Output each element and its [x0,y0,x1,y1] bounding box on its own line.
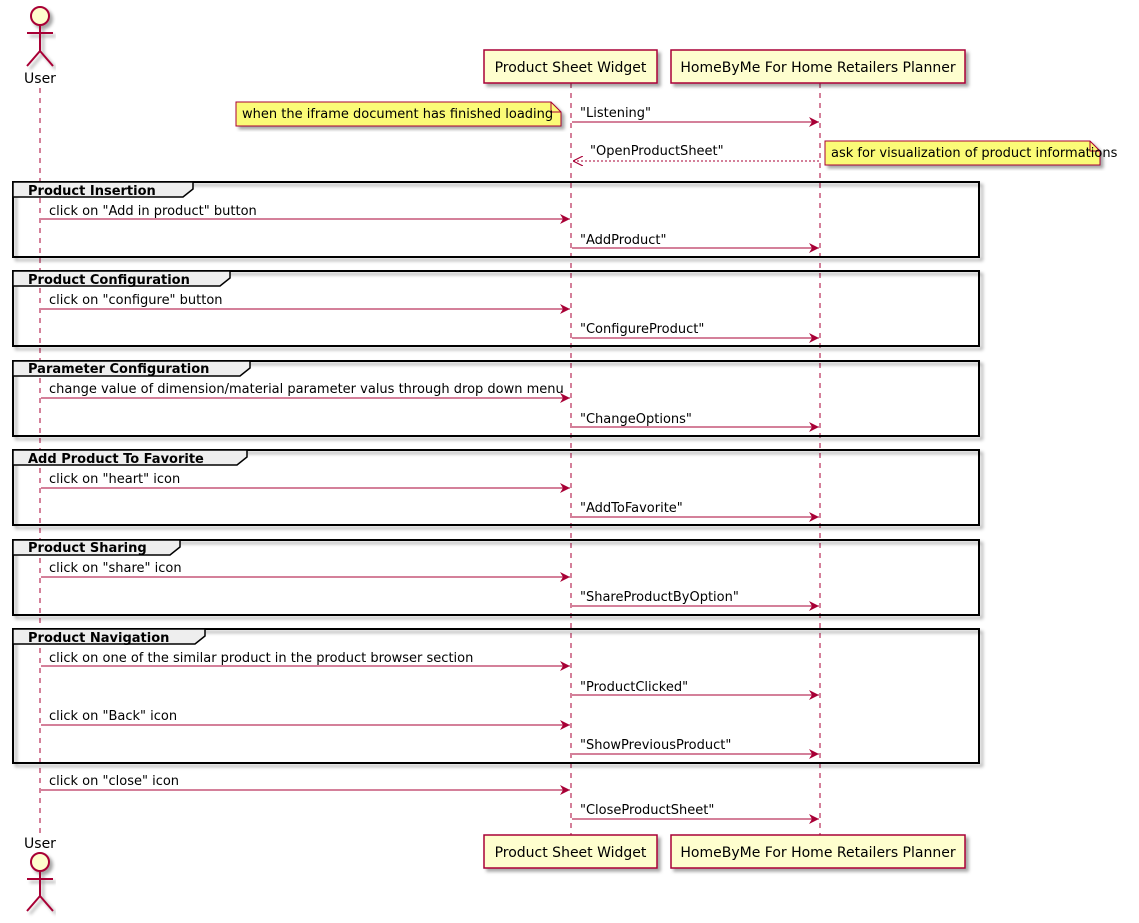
message-label: click on "heart" icon [49,472,180,487]
group-product-sharing: Product Sharing click on "share" icon "S… [12,539,980,616]
user-actor-top: User [24,6,56,87]
group-title: Parameter Configuration [28,362,209,377]
group-product-navigation: Product Navigation click on one of the s… [12,628,980,764]
group-title: Product Navigation [28,631,169,646]
message-label: "ProductClicked" [580,680,688,695]
message-label: change value of dimension/material param… [49,382,564,397]
message-label: "ChangeOptions" [580,412,692,427]
widget-label: Product Sheet Widget [495,60,647,76]
message-close-product-sheet: "CloseProductSheet" [572,803,819,824]
user-label: User [24,71,56,87]
message-label: click on "configure" button [49,293,223,308]
group-title: Add Product To Favorite [28,452,204,467]
message-label: "Listening" [580,106,651,121]
group-parameter-configuration: Parameter Configuration change value of … [12,360,980,437]
message-listening: "Listening" [572,106,819,127]
message-label: "ConfigureProduct" [580,322,704,337]
message-label: click on one of the similar product in t… [49,651,473,666]
planner-label: HomeByMe For Home Retailers Planner [680,60,955,76]
note-loading-text: when the iframe document has finished lo… [242,107,553,122]
actor-icon [26,6,54,67]
message-label: click on "Back" icon [49,709,177,724]
widget-participant-bottom: Product Sheet Widget [483,834,658,869]
message-label: "OpenProductSheet" [590,144,724,159]
message-label: click on "Add in product" button [49,204,257,219]
note-visualization: ask for visualization of product informa… [824,140,1118,166]
message-label: "ShareProductByOption" [580,590,739,605]
planner-participant-bottom: HomeByMe For Home Retailers Planner [670,834,966,869]
group-title: Product Configuration [28,273,190,288]
actor-icon [26,852,54,912]
message-open-product-sheet: "OpenProductSheet" [573,144,819,161]
message-close-click: click on "close" icon [41,774,570,795]
group-product-insertion: Product Insertion click on "Add in produ… [12,181,980,258]
message-label: click on "share" icon [49,561,182,576]
message-label: "CloseProductSheet" [580,803,714,818]
message-label: "ShowPreviousProduct" [580,738,731,753]
planner-label: HomeByMe For Home Retailers Planner [680,845,955,861]
user-actor-bottom: User [24,836,56,912]
user-label: User [24,836,56,852]
group-product-configuration: Product Configuration click on "configur… [12,270,980,347]
group-title: Product Insertion [28,184,156,199]
participants-bottom: User Product Sheet Widget HomeByMe For H… [24,834,966,912]
widget-label: Product Sheet Widget [495,845,647,861]
message-label: "AddProduct" [580,233,667,248]
message-label: "AddToFavorite" [580,501,683,516]
group-title: Product Sharing [28,541,147,556]
note-loading: when the iframe document has finished lo… [235,101,562,127]
widget-participant-top: Product Sheet Widget [483,49,658,84]
planner-participant-top: HomeByMe For Home Retailers Planner [670,49,966,84]
participants-top: User Product Sheet Widget HomeByMe For H… [24,6,966,87]
note-visualization-text: ask for visualization of product informa… [831,146,1118,161]
message-label: click on "close" icon [49,774,179,789]
group-add-product-to-favorite: Add Product To Favorite click on "heart"… [12,449,980,526]
